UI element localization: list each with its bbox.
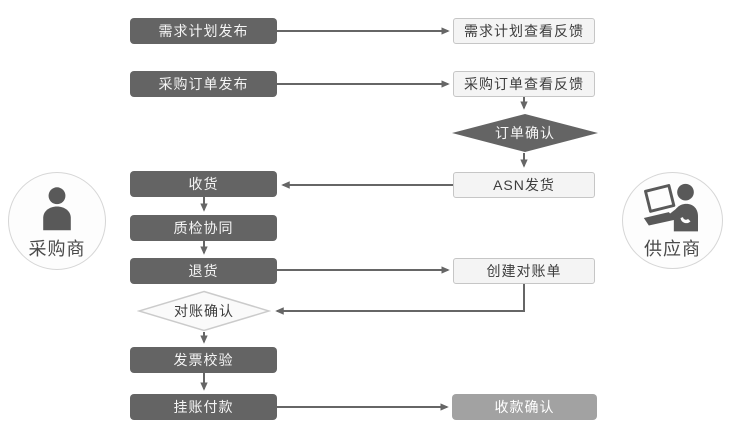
person-icon	[34, 181, 80, 233]
node-return-goods: 退货	[130, 258, 277, 284]
node-po-feedback: 采购订单查看反馈	[453, 71, 595, 97]
actor-buyer: 采购商	[8, 172, 106, 270]
node-asn-ship: ASN发货	[453, 172, 595, 198]
node-create-statement: 创建对账单	[453, 258, 595, 284]
node-demand-plan-publish: 需求计划发布	[130, 18, 277, 44]
diamond-shape	[137, 290, 271, 332]
actor-label: 采购商	[28, 239, 86, 259]
node-invoice-check: 发票校验	[130, 347, 277, 373]
node-quality-collab: 质检协同	[130, 215, 277, 241]
node-po-publish: 采购订单发布	[130, 71, 277, 97]
diamond-shape	[452, 114, 598, 152]
actor-supplier: 供应商	[622, 172, 723, 269]
node-demand-plan-feedback: 需求计划查看反馈	[453, 18, 595, 44]
actor-label: 供应商	[644, 238, 701, 259]
decision-order-confirm: 订单确认	[450, 113, 600, 153]
node-receipt-confirm: 收款确认	[452, 394, 597, 420]
node-book-payment: 挂账付款	[130, 394, 277, 420]
decision-label: 对账确认	[174, 303, 234, 319]
decision-label: 订单确认	[495, 125, 555, 141]
decision-statement-confirm: 对账确认	[137, 290, 271, 332]
node-receive-goods: 收货	[130, 171, 277, 197]
person-laptop-icon	[642, 181, 704, 233]
edge-statement-to-confirm	[275, 284, 525, 315]
